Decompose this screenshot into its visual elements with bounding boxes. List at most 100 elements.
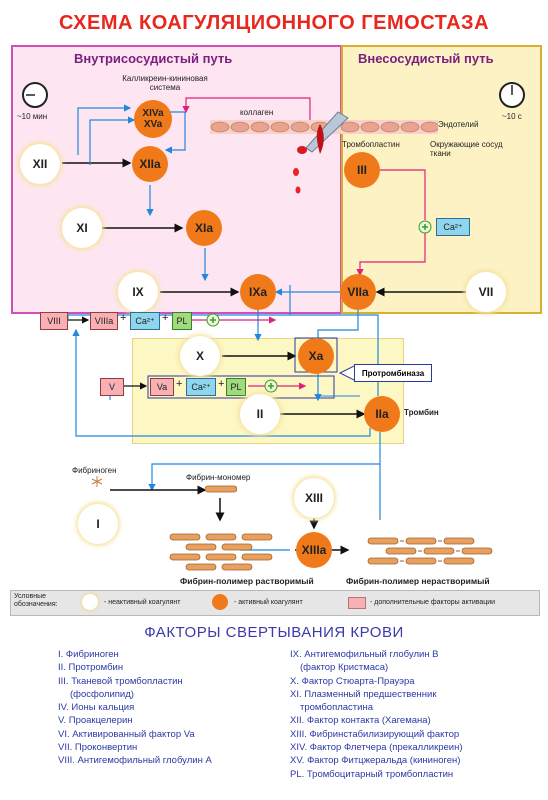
fibrinogen-label: Фибриноген xyxy=(72,466,117,475)
factor-xi-node: XI xyxy=(62,208,102,248)
legend-inactive-label: - неактивный коагулянт xyxy=(104,599,181,606)
prothrombinase-label-box: Протромбиназа xyxy=(354,364,432,382)
factor-viiia-box: VIIIa xyxy=(90,312,118,330)
plus-sign: + xyxy=(218,378,225,390)
factor-xia-label: XIa xyxy=(194,221,213,235)
pl-box: PL xyxy=(226,378,246,396)
factor-xii-label: XII xyxy=(32,157,48,171)
factor-xa-label: Xa xyxy=(308,349,324,363)
factor-viia-label: VIIa xyxy=(347,285,369,299)
factor-xia-node: XIa xyxy=(186,210,222,246)
fibrinogen-molecule-icon xyxy=(91,476,103,487)
fibrin-monomer-icon xyxy=(205,485,237,493)
thromboplastin-label: Тромбопластин xyxy=(342,140,400,149)
factor-entry: V. Проакцелерин xyxy=(58,715,133,727)
clock-icon xyxy=(22,82,48,108)
factor-xiii-node: XIII xyxy=(294,478,334,518)
intrinsic-time: ~10 мин xyxy=(17,112,48,121)
intrinsic-title: Внутрисосудистый путь xyxy=(74,51,233,66)
factor-entry: XIII. Фибринстабилизирующий фактор xyxy=(290,728,460,740)
factors-left-list: I. Фибриноген II. Протромбин III. Тканев… xyxy=(58,648,212,768)
factor-ii-node: II xyxy=(240,394,280,434)
prothrombinase-label: Протромбиназа xyxy=(361,368,425,378)
legend-extra-label: - дополнительные факторы активации xyxy=(370,599,496,606)
kallikrein-label: Калликреин-кининовая система xyxy=(122,74,208,92)
factor-xi-label: XI xyxy=(76,221,88,235)
pl-label: PL xyxy=(230,382,242,392)
factor-entry: XIV. Фактор Флетчера (прекалликреин) xyxy=(290,742,463,754)
factor-entry: IX. Антигемофильный глобулин В xyxy=(290,649,439,660)
activation-plus-icon xyxy=(264,379,278,393)
factor-entry: PL. Тромбоцитарный тромбопластин xyxy=(290,768,454,780)
factor-vii-node: VII xyxy=(466,272,506,312)
factor-entry: XII. Фактор контакта (Хагемана) xyxy=(290,715,431,727)
factor-iii-label: III xyxy=(356,163,367,177)
factor-xiiia-label: XIIIa xyxy=(301,543,327,557)
factor-xa-node: Xa xyxy=(298,338,334,374)
plus-sign: + xyxy=(176,378,183,390)
factors-title: ФАКТОРЫ СВЕРТЫВАНИЯ КРОВИ xyxy=(144,624,404,641)
activation-plus-icon xyxy=(418,220,432,234)
endothelium-label: Эндотелий xyxy=(438,120,479,129)
factor-vii-label: VII xyxy=(478,285,494,299)
factor-xiiia-node: XIIIa xyxy=(296,532,332,568)
factor-i-node: I xyxy=(78,504,118,544)
collagen-label: коллаген xyxy=(240,108,274,117)
factor-entry: тромбопластина xyxy=(300,702,373,714)
factor-iia-node: IIa xyxy=(364,396,400,432)
legend xyxy=(10,590,540,616)
fibrin-polymer-soluble-icon xyxy=(169,533,273,571)
factor-iii-node: III xyxy=(344,152,380,188)
calcium-label: Ca²⁺ xyxy=(135,315,155,326)
fibrin-polymer-insoluble-icon xyxy=(367,537,493,565)
factor-entry: (фактор Кристмаса) xyxy=(300,662,389,674)
page-title: СХЕМА КОАГУЛЯЦИОННОГО ГЕМОСТАЗА xyxy=(58,12,490,34)
extrinsic-title: Внесосудистый путь xyxy=(358,51,494,66)
fibrin-soluble-label: Фибрин-полимер растворимый xyxy=(180,576,314,586)
pl-box: PL xyxy=(172,312,192,330)
clock-icon xyxy=(499,82,525,108)
factor-v-label: V xyxy=(108,382,115,392)
factor-ii-label: II xyxy=(256,407,264,421)
factor-viia-node: VIIa xyxy=(340,274,376,310)
fibrin-monomer-label: Фибрин-мономер xyxy=(186,473,251,482)
factor-viii-box: VIII xyxy=(40,312,68,330)
thrombin-label: Тромбин xyxy=(404,408,439,417)
factor-i-label: I xyxy=(96,517,100,531)
factor-entry: XI. Плазменный предшественник xyxy=(290,688,437,700)
factor-x-label: X xyxy=(195,349,204,363)
legend-inactive-swatch xyxy=(82,594,98,610)
calcium-label: Ca²⁺ xyxy=(443,221,463,232)
factor-viii-label: VIII xyxy=(47,316,61,326)
factor-entry: VII. Проконвертин xyxy=(58,742,138,754)
factor-viiia-label: VIIIa xyxy=(94,316,114,326)
factor-v-box: V xyxy=(100,378,124,396)
factor-xiia-node: XIIa xyxy=(132,146,168,182)
pathway-arrows xyxy=(62,97,470,555)
factor-va-box: Va xyxy=(150,378,174,396)
factor-ix-label: IX xyxy=(132,285,144,299)
factor-xiii-label: XIII xyxy=(304,491,323,505)
factor-va-label: Va xyxy=(156,382,168,392)
factor-xii-node: XII xyxy=(20,144,60,184)
factor-entry: I. Фибриноген xyxy=(58,649,119,660)
factor-ixa-node: IXa xyxy=(240,274,276,310)
factor-entry: VI. Активированный фактор Va xyxy=(58,728,195,740)
fibrin-insoluble-label: Фибрин-полимер нерастворимый xyxy=(346,576,490,586)
factor-iia-label: IIa xyxy=(375,407,389,421)
pl-label: PL xyxy=(176,316,188,326)
plus-sign: + xyxy=(120,312,127,324)
calcium-box: Ca²⁺ xyxy=(130,312,160,330)
factor-xiia-label: XIIa xyxy=(139,157,161,171)
legend-active-swatch xyxy=(212,594,228,610)
calcium-label: Ca²⁺ xyxy=(191,381,211,392)
factor-xiva-node: XIVa XVa xyxy=(134,100,172,138)
factor-xva-label: XVa xyxy=(143,119,163,130)
legend-extra-swatch xyxy=(348,597,366,609)
factor-x-node: X xyxy=(180,336,220,376)
extrinsic-time: ~10 с xyxy=(502,112,522,121)
factor-entry: VIII. Антигемофильный глобулин А xyxy=(58,755,212,767)
factor-entry: II. Протромбин xyxy=(58,662,124,674)
calcium-box: Ca²⁺ xyxy=(186,378,216,396)
factor-ixa-label: IXa xyxy=(248,285,267,299)
